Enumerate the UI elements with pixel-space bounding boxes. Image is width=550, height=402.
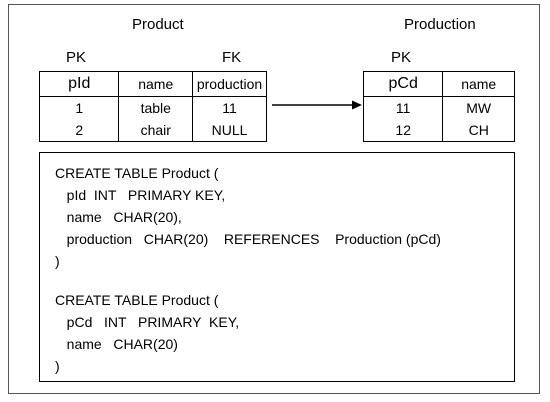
sql-line: CREATE TABLE Product (: [55, 292, 219, 308]
production-col-name: name: [442, 71, 515, 97]
production-title: Production: [404, 16, 476, 33]
sql-line: ): [55, 253, 60, 269]
sql-line: CREATE TABLE Product (: [55, 165, 219, 181]
production-table: pCd name 11 MW 12 CH: [362, 71, 515, 142]
figure-frame: [8, 4, 540, 394]
production-header-row: pCd name: [362, 71, 515, 97]
table-row: 12 CH: [362, 119, 515, 142]
table-row: 11 MW: [362, 96, 515, 119]
production-cell: 12: [362, 119, 444, 142]
sql-line: name CHAR(20): [55, 336, 178, 352]
product-cell: chair: [118, 119, 194, 142]
product-col-pid: pId: [38, 71, 120, 97]
product-fk-label: FK: [222, 49, 242, 66]
production-cell: CH: [442, 119, 515, 142]
sql-line: pId INT PRIMARY KEY,: [55, 187, 226, 203]
sql-code-box: CREATE TABLE Product ( pId INT PRIMARY K…: [39, 152, 515, 382]
sql-line: name CHAR(20),: [55, 209, 182, 225]
production-cell: 11: [362, 96, 444, 119]
product-header-row: pId name production: [38, 71, 267, 97]
sql-line: pCd INT PRIMARY KEY,: [55, 314, 240, 330]
production-pk-label: PK: [391, 49, 412, 66]
product-table: pId name production 1 table 11 2 chair N…: [38, 71, 267, 142]
product-cell: 2: [38, 119, 120, 142]
product-cell: 11: [192, 96, 267, 119]
production-col-pcd: pCd: [362, 71, 444, 97]
sql-line: ): [55, 358, 60, 374]
production-cell: MW: [442, 96, 515, 119]
table-row: 2 chair NULL: [38, 119, 267, 142]
product-pk-label: PK: [66, 49, 87, 66]
product-col-name: name: [118, 71, 194, 97]
table-row: 1 table 11: [38, 96, 267, 119]
product-cell: 1: [38, 96, 120, 119]
product-cell: table: [118, 96, 194, 119]
product-col-production: production: [192, 71, 267, 97]
sql-line: production CHAR(20) REFERENCES Productio…: [55, 231, 441, 247]
product-cell: NULL: [192, 119, 267, 142]
foreign-key-arrow: [272, 100, 362, 110]
product-title: Product: [132, 16, 184, 33]
